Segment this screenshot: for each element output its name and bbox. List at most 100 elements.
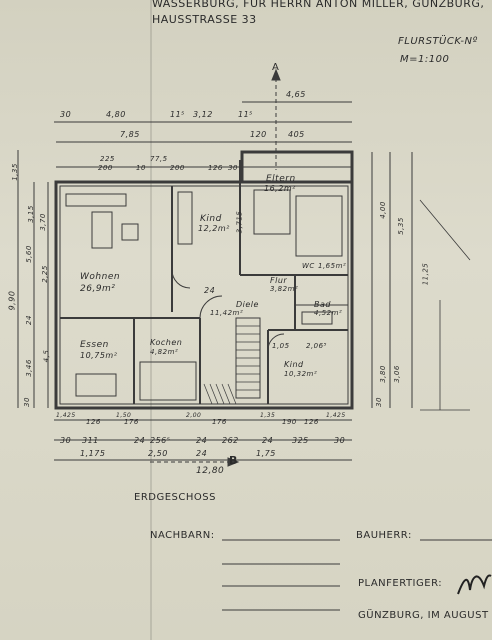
dim-text: 24 <box>262 436 274 445</box>
dim-text: 1,05 <box>272 342 290 350</box>
room-name: Kind <box>200 214 222 224</box>
dim-text: 30 <box>22 397 31 407</box>
room-name: Kochen <box>150 338 183 347</box>
dim-text: 311 <box>82 436 99 445</box>
dim-text: 3,80 <box>378 365 387 383</box>
section-arrow-b <box>227 457 240 467</box>
table <box>91 211 113 249</box>
dim-text: 30 <box>228 164 238 172</box>
dim-text: 1,75 <box>256 449 276 458</box>
room-area: 11,42m² <box>210 309 244 317</box>
room-name: Kind <box>284 360 304 369</box>
dim-text: 190 <box>282 418 297 426</box>
bed <box>253 189 291 235</box>
room-area: 3,82m² <box>270 285 299 293</box>
owner-label: BAUHERR: <box>356 530 412 541</box>
room-name: Diele <box>236 300 259 309</box>
dining-table <box>75 373 117 397</box>
dim-text: 200 <box>170 164 185 172</box>
dim-text: 405 <box>288 130 305 139</box>
dim-text: 77,5 <box>150 155 168 163</box>
dim-text: 10 <box>136 164 146 172</box>
door-arc <box>199 295 223 319</box>
dim-text: 4,80 <box>106 110 126 119</box>
dim-text: 5,35 <box>396 217 405 235</box>
dim-text: 11⁵ <box>238 110 253 119</box>
dim-text: 3,15 <box>26 205 35 223</box>
room-name: Eltern <box>266 174 296 184</box>
kind-wardrobe <box>177 191 193 245</box>
dim-text: 24 <box>24 315 33 325</box>
dim-text: 176 <box>212 418 227 426</box>
room-name: Wohnen <box>80 272 121 282</box>
dim-text: 3,715 <box>235 210 244 234</box>
dim-text: 24 <box>196 449 208 458</box>
dim-text: 3,06 <box>392 365 401 383</box>
dim-text: 30 <box>334 436 346 445</box>
neighbors-label: NACHBARN: <box>150 530 215 541</box>
room-area: 26,9m² <box>80 284 116 294</box>
armchair <box>121 223 139 241</box>
dim-text: 1,425 <box>56 412 76 419</box>
dim-text: 4,00 <box>378 201 387 219</box>
room-area: 1,65m² <box>318 262 347 270</box>
dim-text: 2,00 <box>186 412 202 419</box>
inner-wall-line <box>59 185 349 405</box>
dim-text: 120 <box>250 130 267 139</box>
pencil-sketch <box>419 199 471 411</box>
entry-hatch <box>203 383 237 405</box>
dim-text: 3,70 <box>38 213 47 231</box>
paper-fold <box>150 0 152 640</box>
place-date-label: GÜNZBURG, IM AUGUST <box>358 610 489 621</box>
door-arc-3 <box>267 333 285 351</box>
dim-text: 4,5 <box>42 349 51 363</box>
dim-text: 30 <box>60 436 72 445</box>
dim-text: 2,25 <box>40 265 49 283</box>
room-area: 16,2m² <box>264 184 296 193</box>
dim-text: 3,12 <box>193 110 213 119</box>
room-area: 4,82m² <box>150 348 179 356</box>
dim-text: 11⁵ <box>170 110 185 119</box>
dim-text: 176 <box>124 418 139 426</box>
room-name: Essen <box>80 340 109 350</box>
room-area: 10,32m² <box>284 370 318 378</box>
dim-text: 3,46 <box>24 359 33 377</box>
sofa <box>65 193 127 207</box>
room-area: 4,52m² <box>314 309 343 317</box>
dim-text: 1,35 <box>260 412 276 419</box>
room-name: Bad <box>314 300 331 309</box>
room-name: WC <box>302 262 315 270</box>
plot-number-label: FLURSTÜCK-Nº <box>398 36 478 47</box>
dim-text: 1,35 <box>10 163 19 181</box>
section-mark-b: B <box>229 454 238 467</box>
bathtub <box>301 311 333 325</box>
dim-text: 30 <box>374 397 383 407</box>
dim-text: 126 <box>208 164 223 172</box>
floor-title: ERDGESCHOSS <box>134 492 216 503</box>
dim-text: 4,65 <box>286 90 306 99</box>
door-arc-2 <box>171 269 191 289</box>
dim-text: 24 <box>134 436 146 445</box>
dim-text: 2,06⁵ <box>306 342 327 350</box>
dim-text: 200 <box>98 164 113 172</box>
dim-text: 5,60 <box>24 245 33 263</box>
dim-text: 1,50 <box>116 412 132 419</box>
outer-wall <box>54 180 354 410</box>
wardrobe <box>295 195 343 257</box>
header-line-2: HAUSSTRASSE 33 <box>152 13 257 26</box>
dim-text: 9,90 <box>7 290 17 311</box>
section-mark-a: A <box>272 62 280 73</box>
planner-label: PLANFERTIGER: <box>358 578 443 589</box>
kitchen-counter <box>139 361 197 401</box>
header-line-1: WASSERBURG, FÜR HERRN ANTON MILLER, GÜNZ… <box>152 0 485 10</box>
dim-text: 24 <box>204 286 216 295</box>
room-area: 10,75m² <box>80 351 118 360</box>
dim-text: 126 <box>86 418 101 426</box>
section-arrow-a <box>271 68 281 81</box>
scale-label: M=1:100 <box>400 54 450 65</box>
total-width-label: 12,80 <box>196 466 225 476</box>
dim-text: 126 <box>304 418 319 426</box>
dim-text: 7,85 <box>120 130 140 139</box>
